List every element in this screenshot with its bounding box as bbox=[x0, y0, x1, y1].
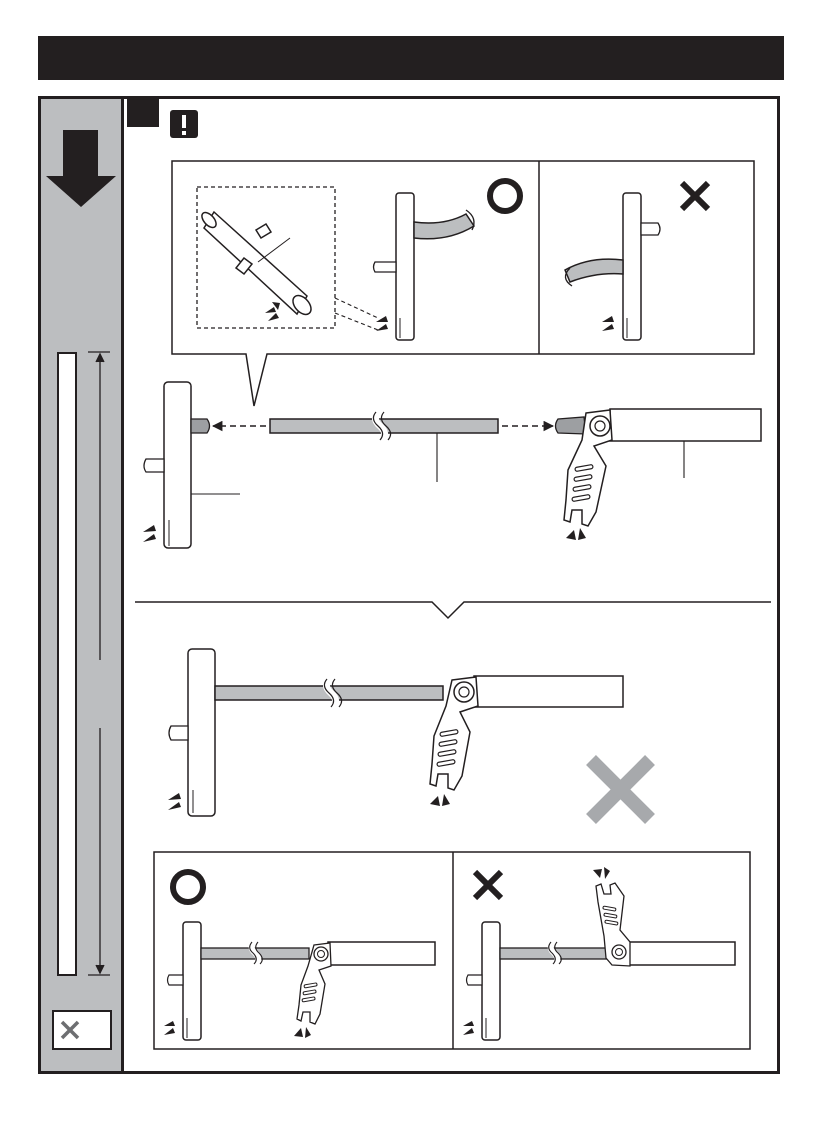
incorrect-small-icon bbox=[62, 1022, 78, 1038]
detail-callout bbox=[172, 161, 754, 406]
tee-handle-part bbox=[143, 382, 240, 548]
exclamation-icon bbox=[182, 115, 186, 135]
section-divider bbox=[135, 602, 771, 618]
connecting-rod-part bbox=[270, 412, 498, 482]
down-arrow-icon bbox=[46, 130, 116, 207]
large-incorrect-icon bbox=[591, 760, 650, 819]
lever-clamp-part bbox=[556, 409, 762, 540]
assembled-tool-result bbox=[168, 649, 623, 816]
gauge-dimension-lines bbox=[88, 352, 110, 975]
